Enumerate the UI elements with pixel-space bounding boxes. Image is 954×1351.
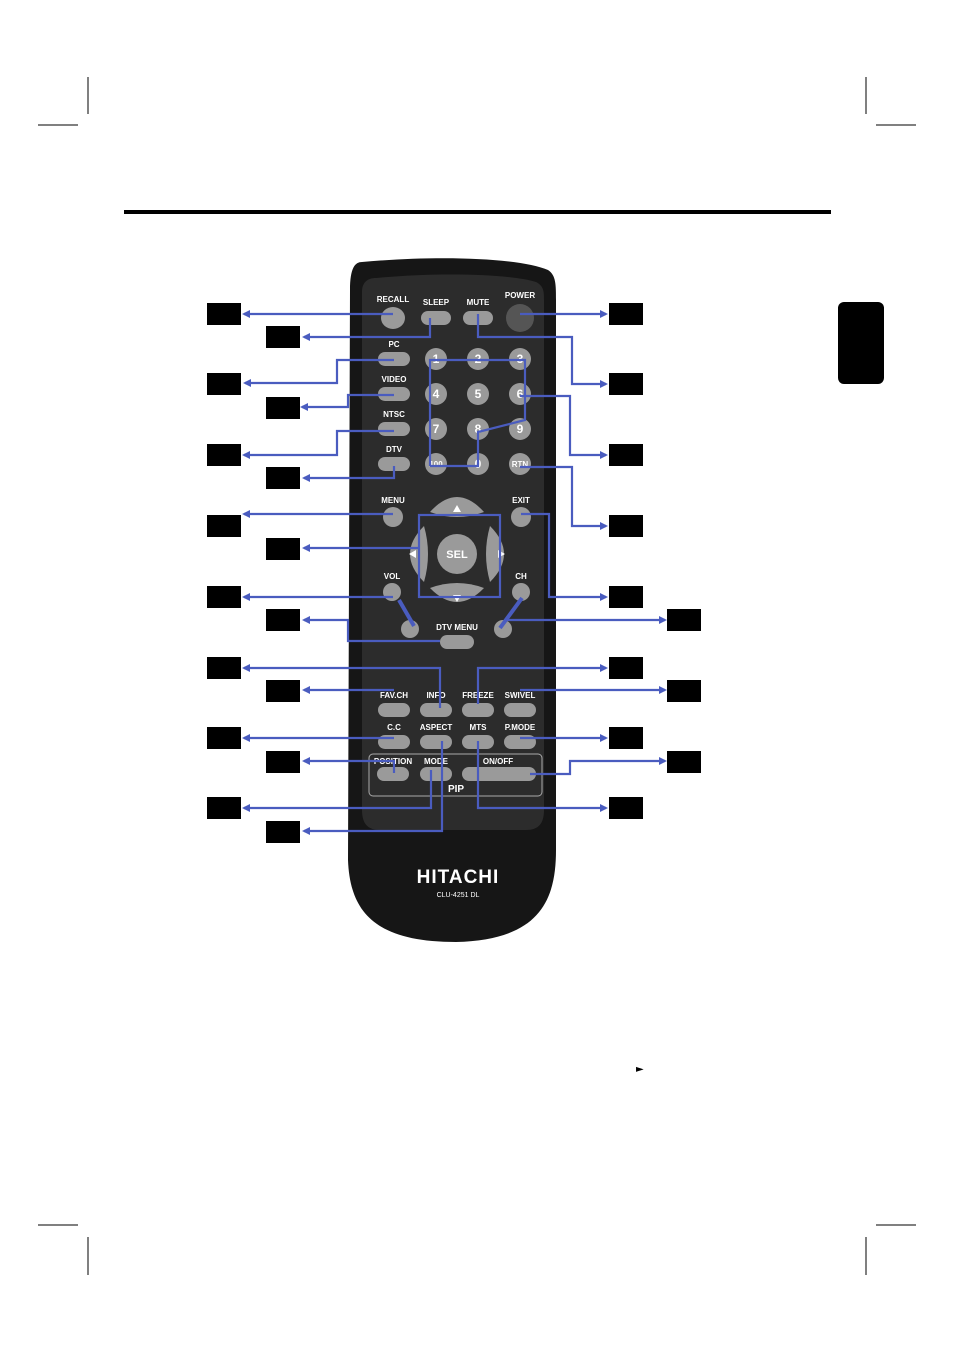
callout-box xyxy=(207,727,241,749)
sel-label: SEL xyxy=(446,549,468,561)
cc-label: C.C xyxy=(387,723,401,732)
callout-box xyxy=(266,538,300,560)
callout-box xyxy=(207,515,241,537)
recall-label: RECALL xyxy=(377,295,410,304)
on-off-button[interactable] xyxy=(462,767,536,781)
callout-box xyxy=(266,680,300,702)
callout-box xyxy=(207,586,241,608)
on-off-label: ON/OFF xyxy=(483,757,513,766)
sel-button[interactable] xyxy=(437,534,477,574)
callout-box xyxy=(266,397,300,419)
callout-box xyxy=(207,303,241,325)
key-rtn[interactable] xyxy=(509,453,531,475)
model-label: CLU-4251 DL xyxy=(437,892,480,899)
recall-button[interactable] xyxy=(381,307,405,329)
callout-box xyxy=(207,444,241,466)
callout-box xyxy=(207,373,241,395)
fav-ch-button[interactable] xyxy=(378,703,410,717)
position-button[interactable] xyxy=(377,767,409,781)
key-rtn-label: RTN xyxy=(512,460,529,469)
pc-label: PC xyxy=(388,340,399,349)
key-4-label: 4 xyxy=(433,387,440,401)
vol-up-button[interactable] xyxy=(383,583,401,601)
ntsc-button[interactable] xyxy=(378,422,410,436)
key-9-label: 9 xyxy=(517,422,524,436)
exit-label: EXIT xyxy=(512,496,530,505)
callout-box xyxy=(667,680,701,702)
callout-boxes xyxy=(207,303,701,843)
leader-lines xyxy=(244,312,665,833)
callout-box xyxy=(609,657,643,679)
dtv-label: DTV xyxy=(386,445,403,454)
freeze-button[interactable] xyxy=(462,703,494,717)
power-button[interactable] xyxy=(506,304,534,332)
sleep-label: SLEEP xyxy=(423,298,450,307)
exit-button[interactable] xyxy=(511,507,531,527)
key-8-label: 8 xyxy=(475,422,482,436)
top-row: RECALL SLEEP MUTE POWER xyxy=(377,291,535,332)
ch-label: CH xyxy=(515,572,527,581)
key-5-label: 5 xyxy=(475,387,482,401)
callout-box xyxy=(266,326,300,348)
menu-label: MENU xyxy=(381,496,405,505)
callout-box xyxy=(609,303,643,325)
dtv-menu-button[interactable] xyxy=(440,635,474,649)
callout-box xyxy=(609,444,643,466)
callout-box xyxy=(667,751,701,773)
callout-box xyxy=(266,821,300,843)
callout-box xyxy=(609,515,643,537)
vol-label: VOL xyxy=(384,572,401,581)
menu-button[interactable] xyxy=(383,507,403,527)
up-arrow-icon xyxy=(453,505,461,512)
callout-box xyxy=(266,751,300,773)
callout-box xyxy=(667,609,701,631)
sleep-button[interactable] xyxy=(421,311,451,325)
side-tab xyxy=(838,302,884,384)
ntsc-label: NTSC xyxy=(383,410,405,419)
swivel-label: SWIVEL xyxy=(505,691,536,700)
dtv-menu-label: DTV MENU xyxy=(436,623,478,632)
p-mode-label: P.MODE xyxy=(505,723,536,732)
key-7-label: 7 xyxy=(433,422,440,436)
left-arrow-icon xyxy=(409,550,416,558)
callout-box xyxy=(609,586,643,608)
callout-box xyxy=(207,657,241,679)
key-5[interactable] xyxy=(467,383,489,405)
header-rule xyxy=(124,210,831,214)
video-label: VIDEO xyxy=(382,375,407,384)
key-100-label: 100 xyxy=(429,460,443,469)
ch-up-button[interactable] xyxy=(512,583,530,601)
key-6-label: 6 xyxy=(517,387,524,401)
brand-logo: HITACHI xyxy=(417,867,500,888)
info-button[interactable] xyxy=(420,703,452,717)
key-8[interactable] xyxy=(467,418,489,440)
aspect-label: ASPECT xyxy=(420,723,453,732)
pip-group: POSITION MODE ON/OFF PIP xyxy=(368,753,543,797)
play-triangle-icon: ► xyxy=(636,1064,644,1075)
mute-label: MUTE xyxy=(467,298,490,307)
pip-label: PIP xyxy=(448,784,464,795)
dtv-button[interactable] xyxy=(378,457,410,471)
arrow-heads xyxy=(242,310,667,835)
callout-box xyxy=(609,727,643,749)
crop-marks xyxy=(38,77,916,1275)
aspect-button[interactable] xyxy=(420,735,452,749)
mode-label: MODE xyxy=(424,757,449,766)
callout-box xyxy=(609,373,643,395)
callout-box xyxy=(207,797,241,819)
callout-box xyxy=(609,797,643,819)
callout-box xyxy=(266,609,300,631)
info-label: INFO xyxy=(426,691,445,700)
callout-box xyxy=(266,467,300,489)
power-label: POWER xyxy=(505,291,535,300)
mode-button[interactable] xyxy=(420,767,452,781)
fav-ch-label: FAV.CH xyxy=(380,691,408,700)
ch-down-button[interactable] xyxy=(494,620,512,638)
swivel-button[interactable] xyxy=(504,703,536,717)
mts-label: MTS xyxy=(470,723,488,732)
